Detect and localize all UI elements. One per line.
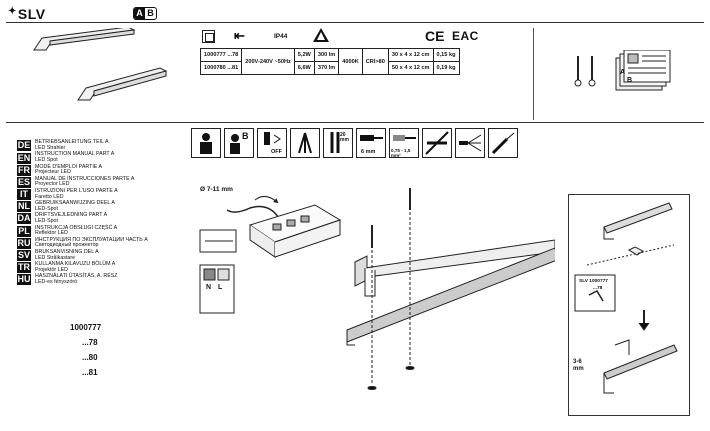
electrician-icon (191, 128, 221, 158)
section-divider (6, 122, 704, 123)
color-temp-cell: 4000K (338, 48, 363, 75)
ce-mark: CE (425, 28, 445, 44)
ip-rating: IP44 (274, 33, 288, 40)
product-illustration (33, 28, 168, 101)
detail-illustration (574, 202, 678, 394)
part-a-label: A (620, 69, 626, 76)
header-divider (6, 22, 704, 23)
strip-length-icon: 20 mm (323, 128, 353, 158)
weight-cell: 0,19 kg (432, 61, 460, 75)
badge-b: B (147, 8, 154, 18)
tools-icon (290, 128, 320, 158)
eac-mark: EAC (452, 29, 479, 43)
neutral-label: N (206, 284, 212, 291)
screwdriver-icon (488, 128, 518, 158)
detail-article: SLV 1000777 (579, 279, 608, 284)
warning-triangle-icon (313, 28, 329, 42)
article-variant: ...80 (82, 353, 98, 362)
star-icon: ✦ (8, 6, 17, 17)
person-b-icon: B (224, 128, 254, 158)
parts-illustration (574, 50, 671, 91)
table-row: 1000780 ...81 6,6W 370 lm 50 x 4 x 12 cm… (199, 61, 460, 75)
cri-cell: CRI>80 (361, 48, 389, 75)
article-number-main: 1000777 (70, 323, 102, 332)
power-cell: 6,6W (293, 61, 315, 75)
protection-class-icon (202, 30, 215, 43)
article-cell: 1000777 ...78 (199, 48, 243, 62)
detail-panel: SLV 1000777 ...78 3-6 mm (568, 194, 690, 416)
power-off-icon: OFF (257, 128, 287, 158)
wire-bundle-icon (455, 128, 485, 158)
article-variant: ...78 (82, 338, 98, 347)
lumen-cell: 370 lm (313, 61, 340, 75)
article-variant: ...81 (82, 368, 98, 377)
part-badge: A B (133, 7, 157, 20)
table-row: 1000777 ...78 200V-240V ~50Hz 5,2W 300 l… (199, 48, 460, 75)
live-label: L (218, 284, 223, 291)
part-b-label: B (627, 77, 633, 84)
cable-diameter-label: Ø 7-11 mm (200, 186, 233, 193)
badge-a: A (134, 8, 145, 19)
size-cell: 50 x 4 x 12 cm (387, 61, 434, 75)
size-cell: 30 x 4 x 12 cm (387, 48, 434, 62)
brand-logo: ✦SLV (8, 6, 46, 22)
section-divider (533, 28, 534, 120)
detail-variant: ...78 (593, 286, 603, 291)
power-cell: 5,2W (293, 48, 315, 62)
gap-label: 3-6 mm (573, 359, 584, 372)
wire-strip-icon: 6 mm (356, 128, 386, 158)
wire-cross-section-icon: 0,75 - 1,5 mm² (389, 128, 419, 158)
weight-cell: 0,15 kg (432, 48, 460, 62)
spec-table: 1000777 ...78 200V-240V ~50Hz 5,2W 300 l… (199, 48, 460, 75)
voltage-cell: 200V-240V ~50Hz (241, 48, 295, 75)
installation-diagram (199, 188, 555, 390)
article-cell: 1000780 ...81 (199, 61, 243, 75)
lumen-cell: 300 lm (313, 48, 340, 62)
no-splice-icon (422, 128, 452, 158)
arrow-left-icon: ⇤ (234, 28, 245, 43)
